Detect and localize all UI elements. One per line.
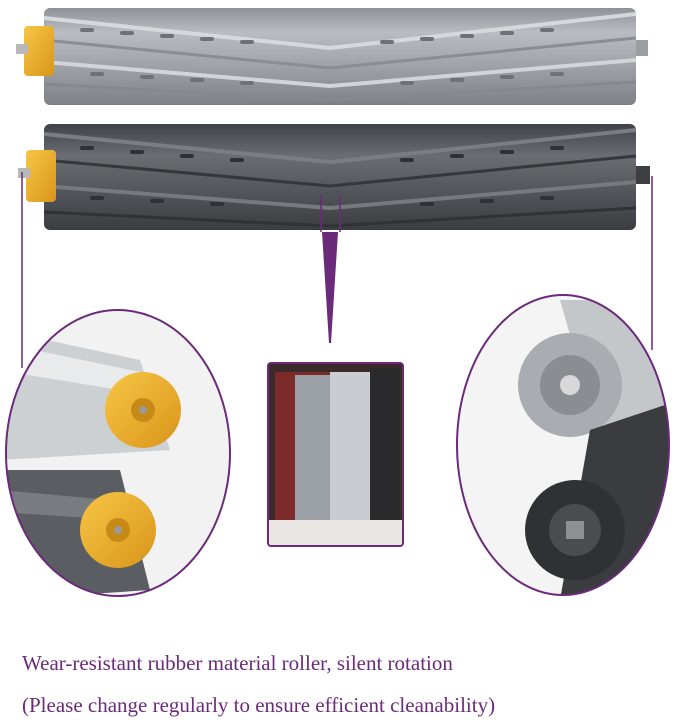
light-roller <box>43 8 648 105</box>
right-zoom-view <box>457 295 669 595</box>
caption-line-1: Wear-resistant rubber material roller, s… <box>22 651 453 675</box>
left-zoom-view <box>6 310 230 596</box>
caption-line-2: (Please change regularly to ensure effic… <box>22 693 496 717</box>
dark-roller <box>43 124 650 230</box>
yellow-end-cap <box>16 26 54 76</box>
middle-inset-view <box>268 363 403 546</box>
zoom-callout <box>322 232 338 343</box>
yellow-end-cap <box>18 150 56 202</box>
zoom-callout <box>21 172 653 368</box>
